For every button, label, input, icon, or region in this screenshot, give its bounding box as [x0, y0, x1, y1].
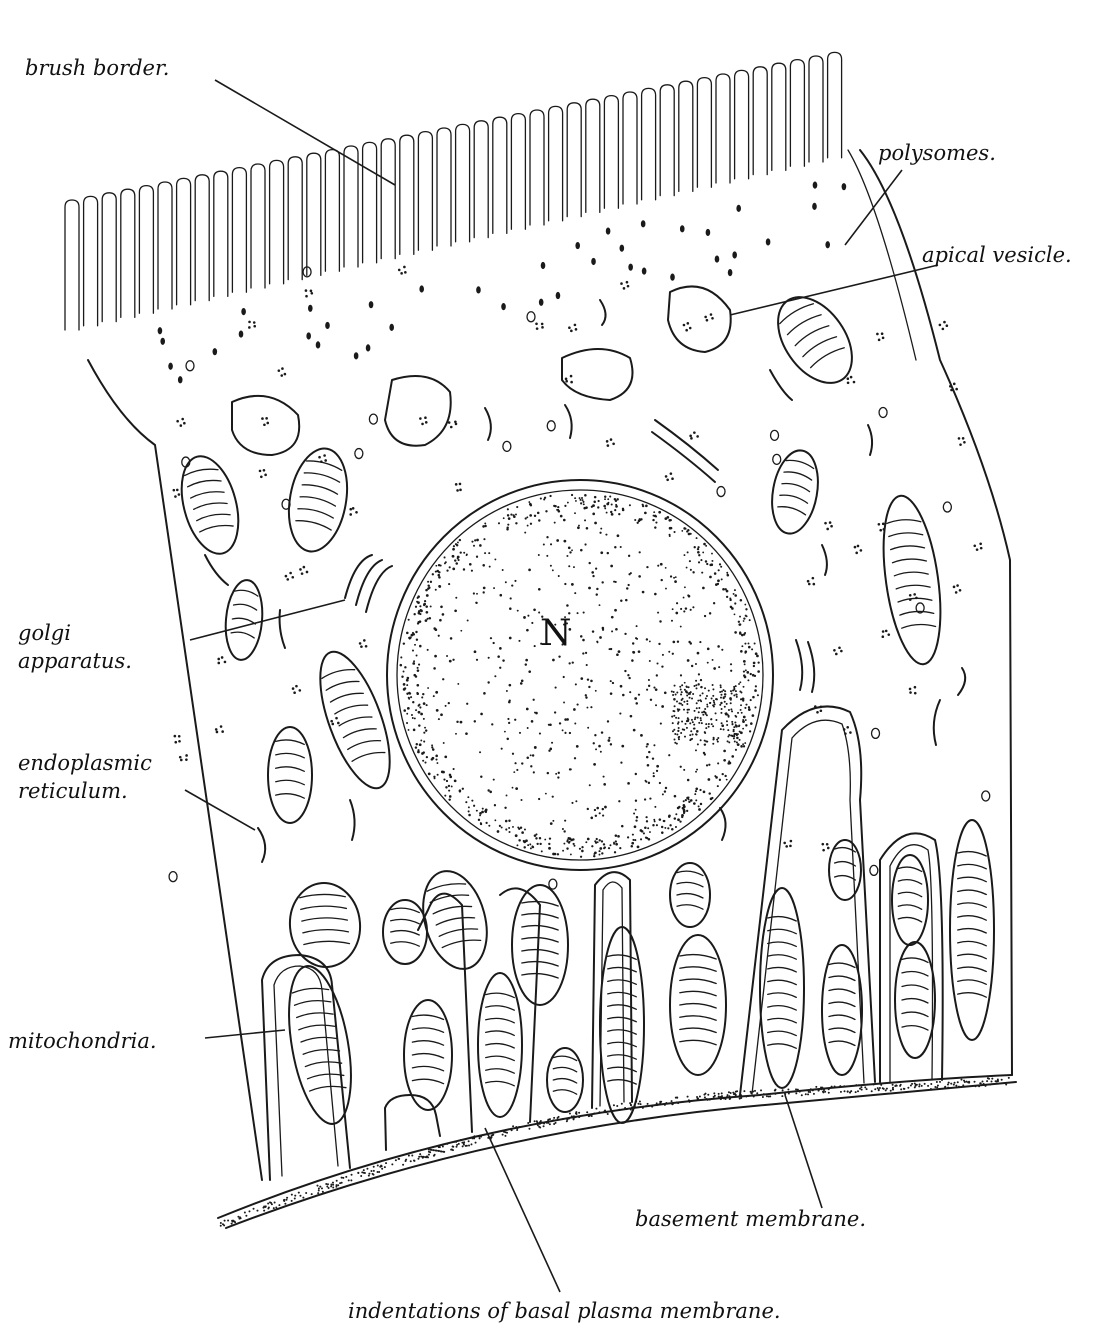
- microvillus: [586, 99, 600, 212]
- microvillus: [642, 88, 656, 199]
- label-er-line1: endoplasmic: [18, 751, 152, 775]
- mitochondrion: [547, 1048, 583, 1112]
- mitochondrion: [478, 973, 522, 1117]
- endoplasmic-reticulum: [205, 300, 965, 862]
- nucleus: N: [387, 480, 773, 870]
- microvillus: [530, 110, 544, 225]
- microvillus: [139, 186, 153, 314]
- microvillus: [84, 196, 98, 325]
- mitochondrion: [950, 820, 994, 1040]
- mitochondrion: [895, 942, 935, 1058]
- microvillus: [251, 164, 265, 288]
- polysomes: [158, 182, 990, 890]
- mitochondrion: [512, 885, 568, 1005]
- mitochondrion: [763, 283, 867, 396]
- golgi-apparatus: [345, 420, 814, 692]
- microvillus: [288, 157, 302, 280]
- microvillus: [418, 132, 432, 251]
- mitochondrion: [286, 880, 363, 970]
- basement-membrane: [218, 1075, 1016, 1228]
- microvillus: [325, 150, 339, 272]
- left-neighbor-membrane: [848, 150, 916, 360]
- right-lateral-membrane: [860, 150, 1012, 1075]
- microvillus: [363, 142, 377, 262]
- mitochondrion: [383, 900, 427, 964]
- microvillus: [158, 182, 172, 309]
- mitochondrion: [766, 447, 824, 537]
- microvillus: [121, 189, 135, 317]
- label-basement-membrane: basement membrane.: [635, 1207, 866, 1231]
- mitochondrion: [874, 492, 949, 668]
- microvillus: [177, 178, 191, 304]
- label-golgi-line1: golgi: [18, 621, 71, 645]
- microvillus: [549, 106, 563, 220]
- label-er-line2: reticulum.: [18, 779, 128, 803]
- label-brush-border: brush border.: [25, 56, 169, 80]
- mitochondrion: [829, 840, 861, 900]
- mitochondrion: [279, 961, 362, 1128]
- basal-infoldings: [262, 706, 943, 1180]
- microvillus: [735, 70, 749, 178]
- microvillus: [381, 139, 395, 259]
- labels: brush border. polysomes. apical vesicle.…: [8, 56, 1072, 1323]
- microvillus: [400, 135, 414, 254]
- mitochondrion: [306, 643, 404, 796]
- nucleus-label: N: [540, 613, 572, 654]
- microvillus: [604, 96, 618, 209]
- microvillus: [214, 171, 228, 296]
- mitochondrion: [670, 863, 710, 927]
- microvillus: [232, 168, 246, 293]
- label-apical-vesicle: apical vesicle.: [922, 243, 1072, 267]
- mitochondrion: [670, 935, 726, 1075]
- microvillus: [753, 67, 767, 175]
- brush-border-microvilli: [65, 52, 842, 330]
- microvillus: [660, 85, 674, 196]
- microvillus: [307, 153, 321, 275]
- microvillus: [828, 52, 842, 157]
- microvillus: [65, 200, 79, 330]
- microvillus: [493, 117, 507, 233]
- microvillus: [772, 63, 786, 170]
- microvillus: [567, 103, 581, 217]
- mitochondrion: [822, 945, 862, 1075]
- mitochondrion: [268, 727, 312, 823]
- microvillus: [474, 121, 488, 238]
- microvillus: [344, 146, 358, 267]
- microvillus: [195, 175, 209, 301]
- label-indentations: indentations of basal plasma membrane.: [348, 1299, 781, 1323]
- microvillus: [437, 128, 451, 246]
- apical-vesicles: [232, 286, 731, 455]
- mitochondrion: [223, 579, 266, 662]
- microvillus: [102, 193, 116, 322]
- microvillus: [716, 74, 730, 183]
- label-polysomes: polysomes.: [878, 141, 996, 165]
- mitochondrion: [404, 1000, 452, 1110]
- mitochondrion: [281, 444, 354, 556]
- mitochondrion: [892, 855, 928, 945]
- microvillus: [623, 92, 637, 204]
- microvillus: [790, 60, 804, 167]
- microvillus: [511, 114, 525, 230]
- microvillus: [697, 78, 711, 188]
- microvillus: [270, 160, 284, 283]
- label-golgi-line2: apparatus.: [18, 649, 132, 673]
- microvillus: [456, 124, 470, 241]
- microvillus: [809, 56, 823, 162]
- label-mitochondria: mitochondria.: [8, 1029, 157, 1053]
- leader-lines: [185, 80, 938, 1292]
- mitochondrion: [760, 888, 804, 1088]
- microvillus: [679, 81, 693, 191]
